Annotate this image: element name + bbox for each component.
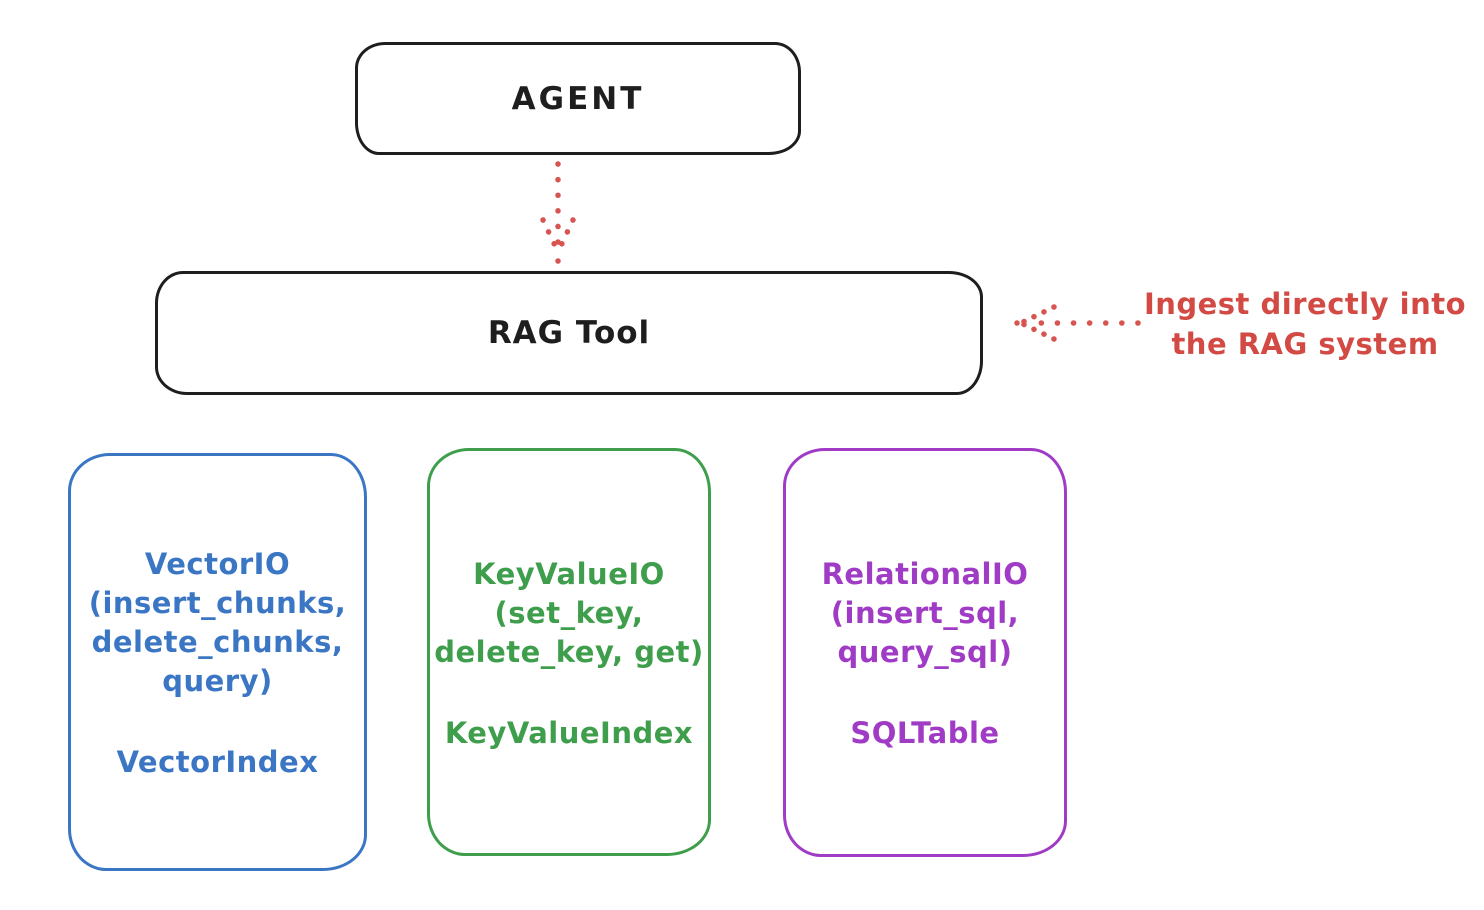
keyvalue-io-line: (set_key, (494, 595, 644, 630)
annotation-arrow (1014, 304, 1141, 342)
vector-io-line: (insert_chunks, (88, 586, 347, 620)
vector-io-line: VectorIO (144, 547, 291, 581)
relational-io-line: (insert_sql, (830, 596, 1020, 630)
keyvalue-io-box: KeyValueIO (set_key, delete_key, get) Ke… (427, 448, 711, 856)
vector-index-label: VectorIndex (116, 745, 319, 779)
relational-io-box: RelationalIO (insert_sql, query_sql) SQL… (783, 448, 1067, 857)
vector-io-line: delete_chunks, (91, 625, 344, 659)
agent-box: AGENT (355, 42, 801, 155)
keyvalue-io-line: delete_key, get) (434, 634, 704, 669)
vector-io-box: VectorIO (insert_chunks, delete_chunks, … (68, 453, 367, 871)
keyvalue-io-methods: KeyValueIO (set_key, delete_key, get) (434, 555, 704, 672)
agent-to-ragtool-arrow (540, 161, 576, 264)
rag-tool-box: RAG Tool (155, 271, 983, 395)
agent-label: AGENT (511, 80, 645, 117)
keyvalue-index-label: KeyValueIndex (444, 715, 694, 750)
rag-tool-label: RAG Tool (487, 315, 651, 351)
relational-io-line: query_sql) (837, 635, 1013, 669)
sql-table-label: SQLTable (850, 716, 1000, 750)
relational-io-methods: RelationalIO (insert_sql, query_sql) (822, 555, 1029, 672)
annotation-line-1: Ingest directly into (1143, 287, 1467, 321)
annotation-line-2: the RAG system (1171, 327, 1439, 361)
vector-io-line: query) (162, 664, 273, 698)
keyvalue-io-line: KeyValueIO (473, 556, 665, 591)
annotation-text: Ingest directly into the RAG system (1140, 284, 1470, 364)
relational-io-line: RelationalIO (821, 557, 1029, 591)
vector-io-methods: VectorIO (insert_chunks, delete_chunks, … (89, 545, 347, 701)
